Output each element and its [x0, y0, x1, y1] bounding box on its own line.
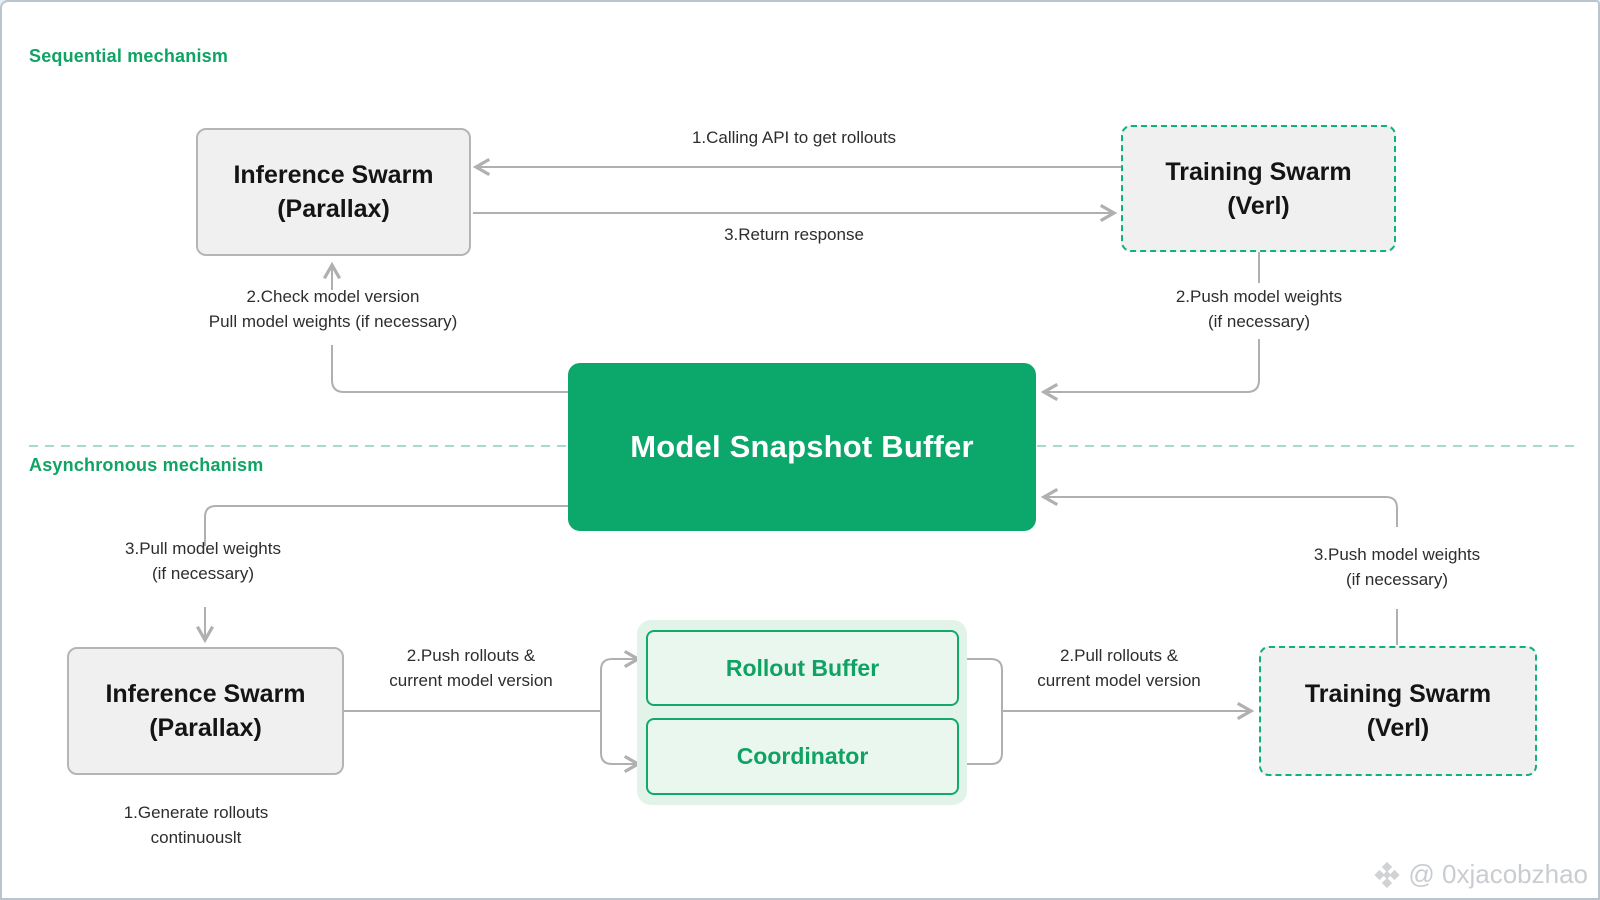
label-generate-rollouts: 1.Generate rollouts continuouslt: [123, 803, 269, 847]
wire-async-merge-top: [959, 658, 1003, 711]
node-inference-swarm-async: Inference Swarm (Parallax): [67, 647, 344, 775]
buffer-title: Model Snapshot Buffer: [630, 429, 974, 464]
node-title-line: Inference Swarm: [233, 161, 434, 189]
node-rollout-buffer: Rollout Buffer: [646, 630, 959, 706]
wire-async-pull-elbow: [204, 505, 568, 546]
wire-seq-push-elbow: [1040, 339, 1260, 402]
wire-async-merge-bottom: [959, 711, 1003, 765]
watermark: @ 0xjacobzhao: [1372, 859, 1588, 890]
pill-title: Coordinator: [736, 743, 869, 769]
node-model-snapshot-buffer: Model Snapshot Buffer: [568, 363, 1036, 531]
section-title-asynchronous: Asynchronous mechanism: [29, 455, 264, 475]
node-training-swarm-sequential: Training Swarm (Verl): [1121, 125, 1396, 252]
watermark-handle: @ 0xjacobzhao: [1408, 859, 1588, 889]
label-pull-rollouts: 2.Pull rollouts & current model version: [1037, 646, 1201, 690]
node-title-line: (Verl): [1366, 714, 1430, 742]
pill-title: Rollout Buffer: [725, 654, 880, 681]
node-title-line: (Verl): [1227, 191, 1290, 220]
node-title-line: Training Swarm: [1165, 157, 1352, 186]
node-title-line: (Parallax): [149, 714, 262, 742]
label-pull-model-weights-async: 3.Pull model weights (if necessary): [125, 539, 281, 583]
node-coordinator: Coordinator: [646, 718, 959, 795]
wire-async-pushw-elbow: [1040, 487, 1398, 527]
node-title-line: Training Swarm: [1304, 680, 1492, 708]
label-push-model-weights-seq: 2.Push model weights (if necessary): [1175, 287, 1343, 331]
wire-seq-pull-elbow: [331, 345, 568, 393]
node-title-line: Inference Swarm: [105, 680, 306, 708]
section-title-sequential: Sequential mechanism: [29, 46, 229, 66]
node-inference-swarm-sequential: Inference Swarm (Parallax): [196, 128, 471, 256]
label-push-model-weights-async: 3.Push model weights (if necessary): [1313, 545, 1481, 589]
node-training-swarm-async: Training Swarm (Verl): [1259, 646, 1537, 776]
label-push-rollouts: 2.Push rollouts & current model version: [389, 646, 553, 690]
binance-diamond-icon: [1374, 861, 1401, 888]
node-title-line: (Parallax): [277, 195, 390, 223]
label-return-response: 3.Return response: [724, 225, 864, 244]
wire-async-split-bottom: [600, 711, 642, 774]
label-calling-api: 1.Calling API to get rollouts: [691, 128, 897, 147]
label-check-model-version: 2.Check model version Pull model weights…: [208, 287, 458, 331]
wire-async-split-top: [600, 649, 642, 711]
